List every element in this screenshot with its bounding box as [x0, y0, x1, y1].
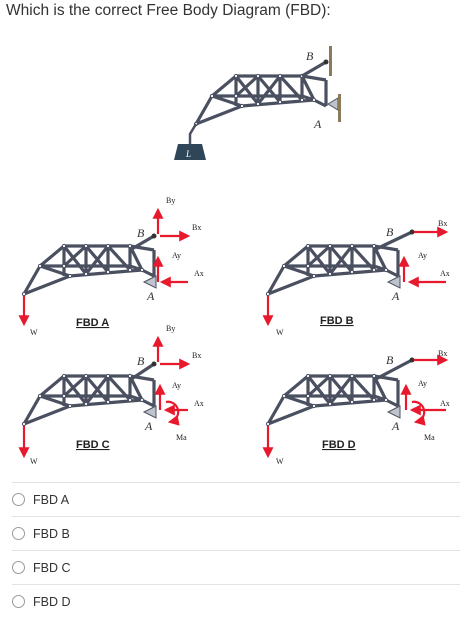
- fbd-a-label-w: W: [30, 328, 38, 337]
- fbd-d-label-w: W: [276, 457, 284, 466]
- fbd-c-label-ma: Ma: [176, 433, 187, 442]
- fbd-a-label-ay: Ay: [172, 251, 181, 260]
- option-fbd-c[interactable]: FBD C: [12, 550, 460, 584]
- option-label: FBD A: [33, 492, 70, 507]
- fbd-d-label-ax: Ax: [440, 399, 450, 408]
- option-label: FBD D: [33, 594, 71, 609]
- fbd-b-label-b: B: [386, 225, 394, 239]
- radio-fbd-b[interactable]: [12, 527, 25, 540]
- fbd-b-label-ay: Ay: [418, 251, 427, 260]
- fbd-d-label-bx: Bx: [438, 349, 447, 358]
- label-b-main: B: [306, 49, 314, 63]
- fbd-a-label-ax: Ax: [194, 269, 204, 278]
- option-label: FBD C: [33, 560, 71, 575]
- fbd-c-label-bx: Bx: [192, 351, 201, 360]
- option-fbd-a[interactable]: FBD A: [12, 482, 460, 516]
- fbd-d-label-a: A: [391, 419, 400, 433]
- fbd-a-label-b: B: [137, 226, 145, 240]
- fbd-c-title: FBD C: [76, 439, 110, 451]
- fbd-d-diagram: B A Bx Ay Ax Ma W FBD D: [262, 349, 450, 466]
- fbd-a-label-a: A: [146, 289, 155, 303]
- fbd-b-label-bx: Bx: [438, 219, 447, 228]
- fbd-d-label-b: B: [386, 353, 394, 367]
- fbd-c-label-ay: Ay: [172, 381, 181, 390]
- label-a-main: A: [313, 117, 322, 131]
- fbd-figure: B A L B A By Bx Ay Ax W FBD A B A Bx Ay: [18, 46, 450, 466]
- question-text: Which is the correct Free Body Diagram (…: [6, 2, 331, 19]
- radio-fbd-a[interactable]: [12, 493, 25, 506]
- fbd-a-label-by: By: [166, 196, 175, 205]
- main-truss-diagram: B A L: [174, 46, 341, 160]
- fbd-b-title: FBD B: [320, 315, 354, 327]
- fbd-b-diagram: B A Bx Ay Ax W FBD B: [262, 219, 450, 337]
- fbd-c-label-ax: Ax: [194, 399, 204, 408]
- fbd-a-label-bx: Bx: [192, 223, 201, 232]
- label-load: L: [185, 149, 191, 159]
- fbd-b-label-ax: Ax: [440, 269, 450, 278]
- fbd-d-label-ma: Ma: [424, 433, 435, 442]
- fbd-a-title: FBD A: [76, 317, 109, 329]
- fbd-d-title: FBD D: [322, 439, 356, 451]
- fbd-a-diagram: B A By Bx Ay Ax W FBD A: [18, 196, 204, 337]
- fbd-b-label-a: A: [391, 289, 400, 303]
- fbd-c-label-a: A: [144, 419, 153, 433]
- radio-fbd-d[interactable]: [12, 595, 25, 608]
- radio-fbd-c[interactable]: [12, 561, 25, 574]
- fbd-c-label-by: By: [166, 324, 175, 333]
- option-fbd-b[interactable]: FBD B: [12, 516, 460, 550]
- fbd-c-label-w: W: [30, 457, 38, 466]
- fbd-c-label-b: B: [137, 354, 145, 368]
- fbd-c-diagram: B A By Bx Ay Ax Ma W FBD C: [18, 324, 204, 466]
- option-label: FBD B: [33, 526, 70, 541]
- fbd-b-label-w: W: [276, 328, 284, 337]
- fbd-d-label-ay: Ay: [418, 379, 427, 388]
- option-fbd-d[interactable]: FBD D: [12, 584, 460, 618]
